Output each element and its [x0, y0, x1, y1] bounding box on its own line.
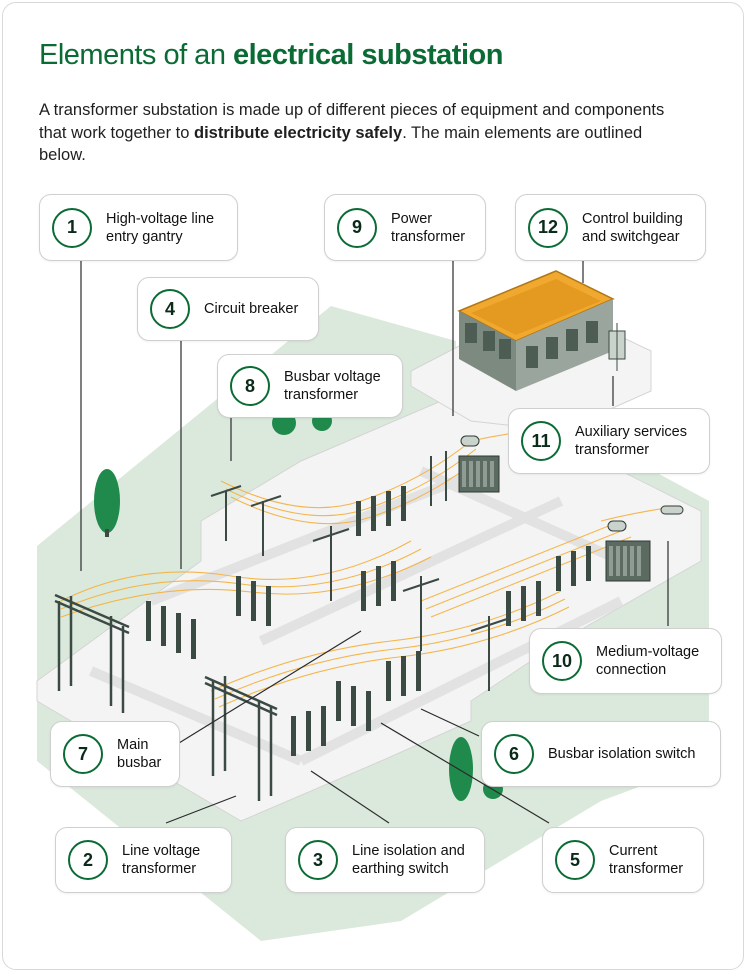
- callout-number: 7: [63, 734, 103, 774]
- callout-number: 5: [555, 840, 595, 880]
- callout-label: Power transformer: [391, 210, 466, 245]
- switchgear-bays: [146, 486, 591, 756]
- power-transformer-drawing: [458, 435, 500, 493]
- callout-number: 3: [298, 840, 338, 880]
- second-power-transformer-drawing: [605, 505, 684, 582]
- callout-5: 5 Current transformer: [542, 827, 704, 893]
- callout-label: Line voltage transformer: [122, 843, 201, 877]
- callout-number: 4: [150, 289, 190, 329]
- callout-label: Busbar isolation switch: [548, 746, 696, 762]
- callout-6: 6 Busbar isolation switch: [481, 721, 721, 787]
- tree-left: [94, 469, 120, 537]
- callout-label: Line isolation and earthing switch: [352, 843, 465, 877]
- callout-leader-lines: [80, 259, 669, 824]
- callout-label: Busbar voltage transformer: [284, 369, 381, 403]
- intro-text-bold: distribute electricity safely: [194, 123, 403, 142]
- intro-paragraph: A transformer substation is made up of d…: [39, 99, 679, 167]
- callout-12: 12 Control building and switchgear: [515, 194, 706, 261]
- callout-label: Main busbar: [117, 737, 162, 771]
- callout-label: Control building and switchgear: [582, 210, 683, 245]
- callout-number: 10: [542, 641, 582, 681]
- callout-number: 9: [337, 207, 377, 248]
- callout-number: 11: [521, 421, 561, 461]
- substation-illustration: [36, 259, 709, 941]
- page-title: Elements of an electrical substation: [39, 39, 503, 72]
- intro-text-1: A transformer substation is made up of d…: [39, 101, 665, 142]
- callout-3: 3 Line isolation and earthing switch: [285, 827, 485, 893]
- callout-number: 6: [494, 734, 534, 774]
- callout-number: 12: [528, 207, 568, 248]
- control-building: [457, 270, 615, 391]
- callout-label: Auxiliary services transformer: [575, 424, 687, 458]
- auxiliary-transformer-drawing: [608, 323, 626, 371]
- busbar-gantries: [210, 451, 508, 691]
- callout-label: Current transformer: [609, 843, 684, 877]
- callout-2: 2 Line voltage transformer: [55, 827, 232, 893]
- callout-number: 8: [230, 366, 270, 406]
- access-roads: [89, 466, 624, 766]
- callout-4: 4 Circuit breaker: [137, 277, 319, 341]
- callout-8: 8 Busbar voltage transformer: [217, 354, 403, 418]
- callout-label: Medium-voltage connection: [596, 644, 700, 678]
- callout-7: 7 Main busbar: [50, 721, 180, 787]
- entry-gantry-2: [204, 675, 278, 801]
- callout-10: 10 Medium-voltage connection: [529, 628, 722, 694]
- callout-number: 1: [52, 207, 92, 248]
- title-plain: Elements of an: [39, 39, 233, 71]
- callout-label: High-voltage line entry gantry: [106, 210, 215, 245]
- entry-gantry-1: [54, 593, 130, 713]
- callout-label: Circuit breaker: [204, 301, 299, 317]
- callout-11: 11 Auxiliary services transformer: [508, 408, 710, 474]
- callout-number: 2: [68, 840, 108, 880]
- title-bold: electrical substation: [233, 39, 503, 71]
- callout-1: 1 High-voltage line entry gantry: [39, 194, 238, 261]
- intro-text-2: . The main elements are outlined below.: [39, 123, 643, 165]
- callout-9: 9 Power transformer: [324, 194, 486, 261]
